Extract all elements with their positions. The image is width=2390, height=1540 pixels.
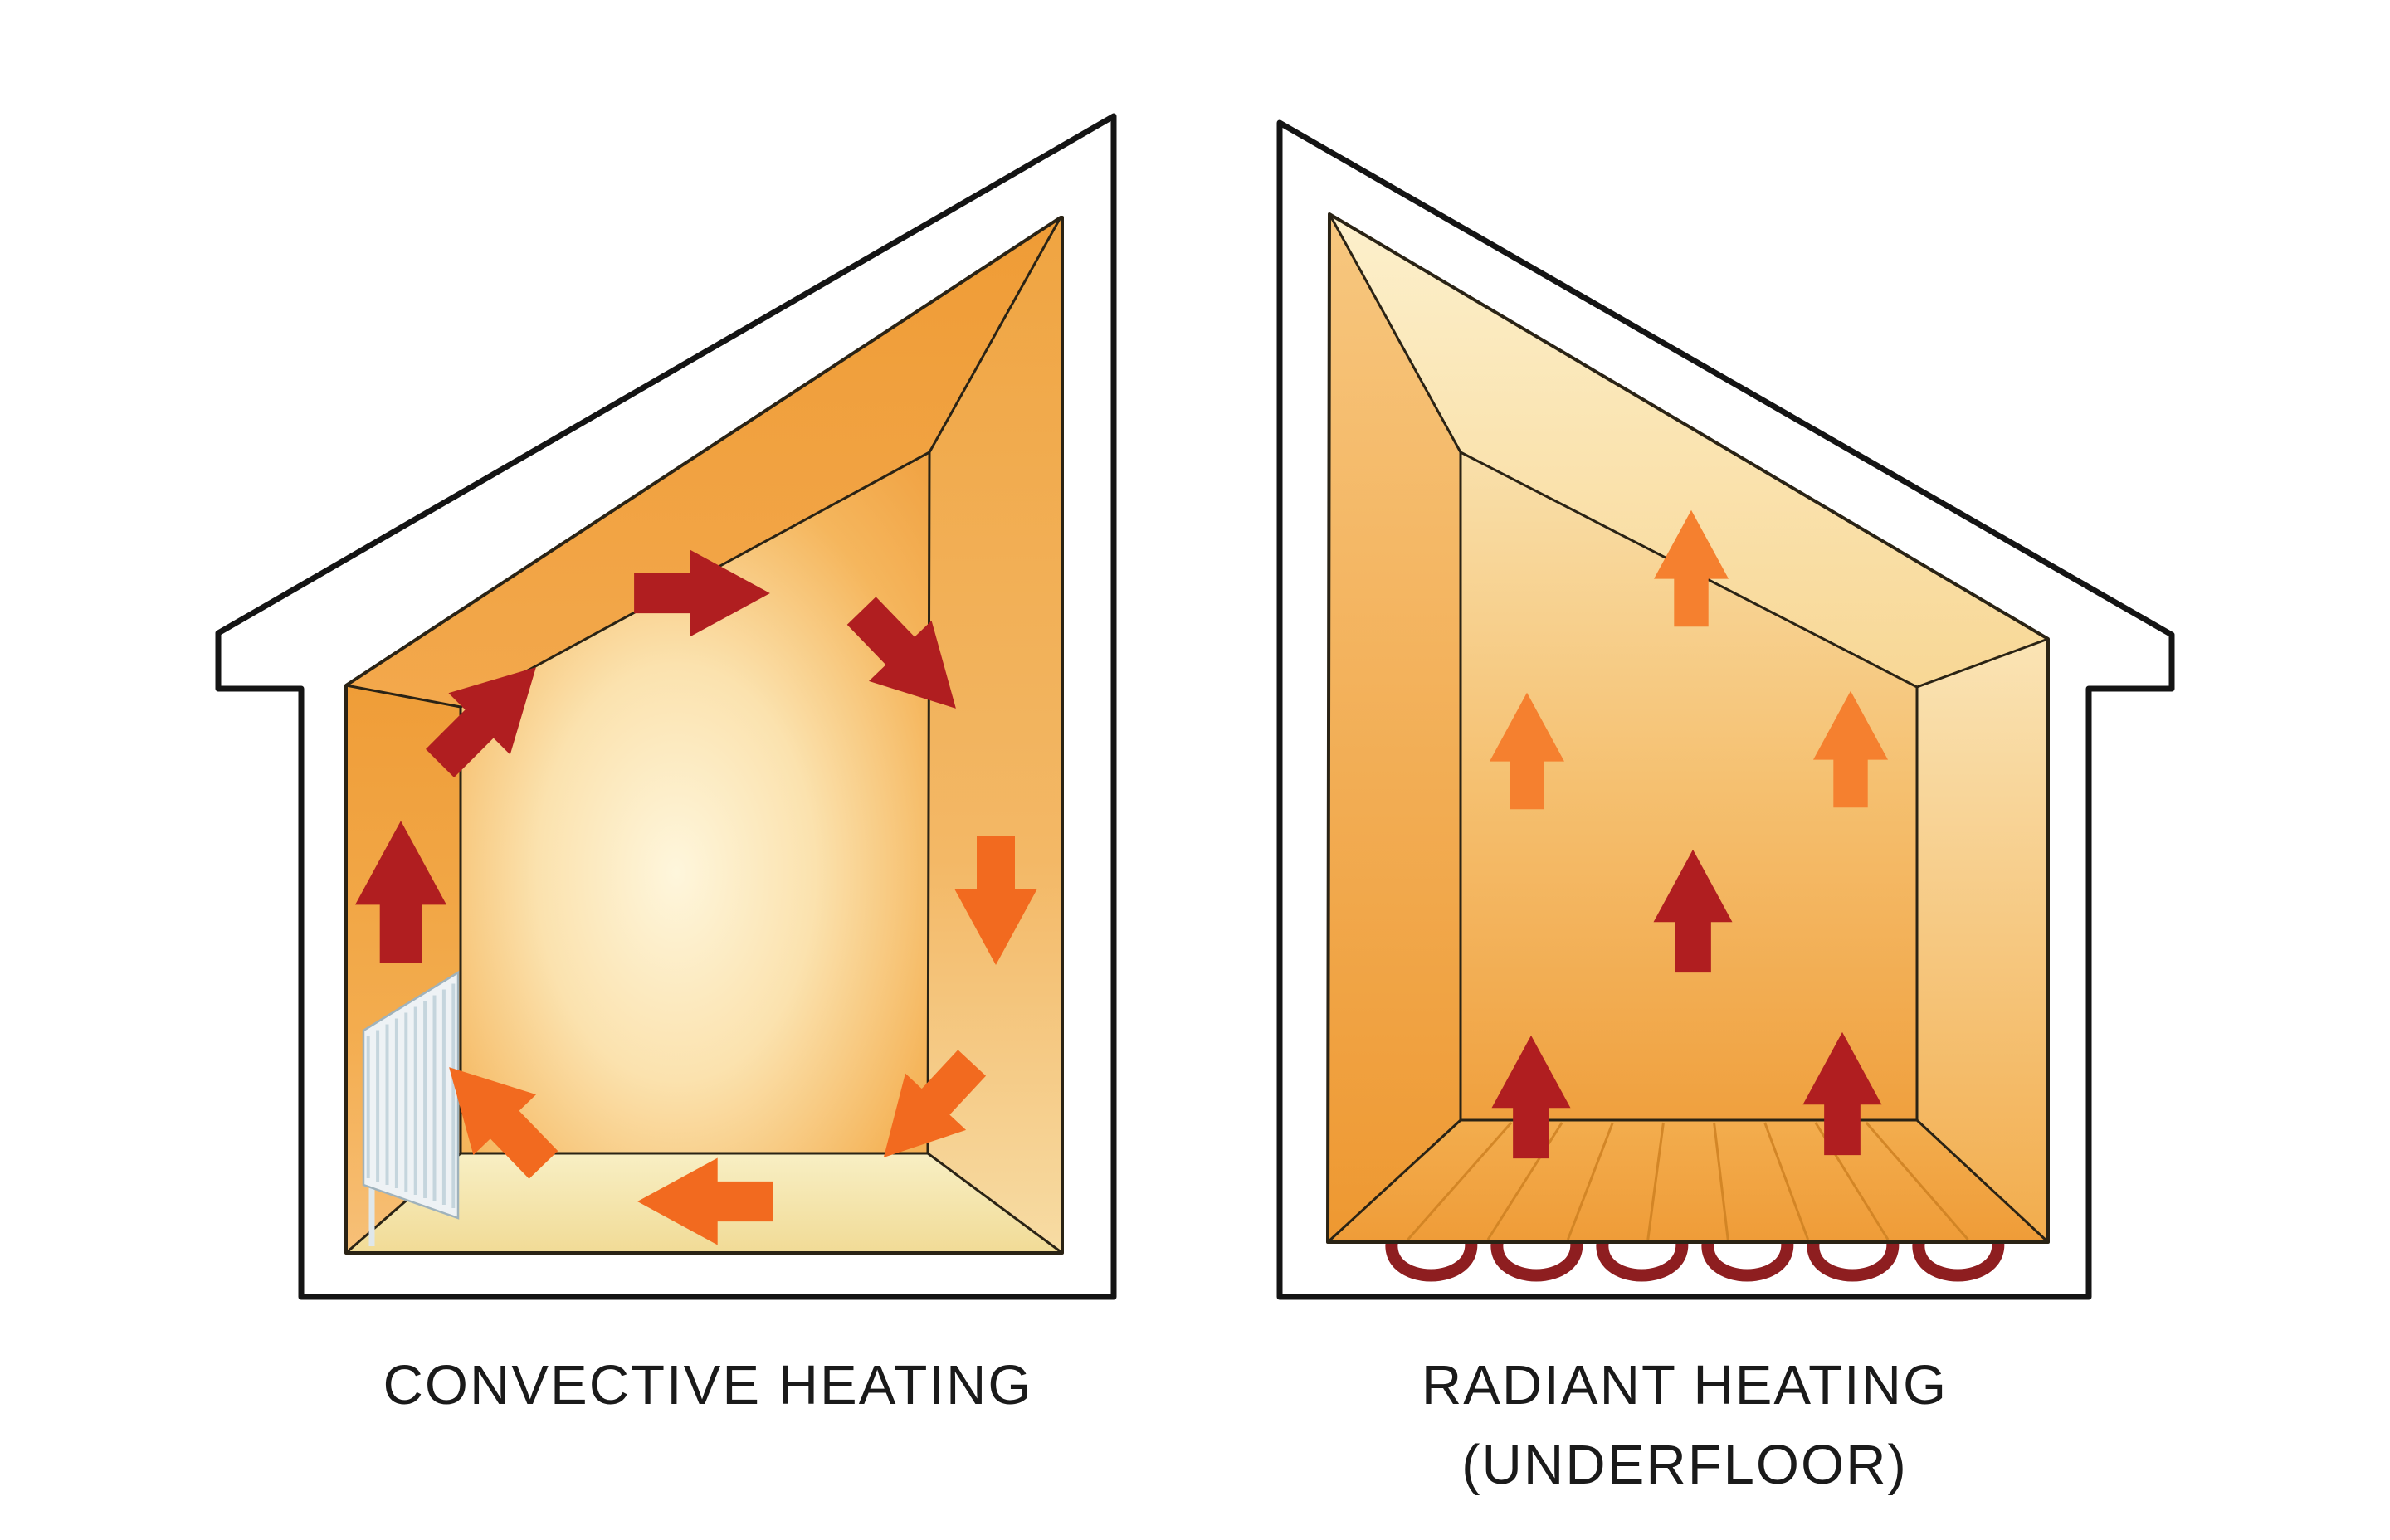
right-room-corner-lines bbox=[1326, 213, 2050, 1244]
floorboard-seam bbox=[1407, 1122, 1513, 1240]
floorboard-seam bbox=[1646, 1122, 1665, 1240]
left-room-right-wall bbox=[928, 217, 1062, 1253]
right-house-label-line2: (UNDERFLOOR) bbox=[1461, 1434, 1908, 1496]
heat-arrow-up bbox=[1802, 1031, 1882, 1156]
heat-arrow-up bbox=[1491, 1035, 1571, 1159]
left-room-corner-lines bbox=[345, 217, 1063, 1255]
right-room-back-wall bbox=[1461, 452, 1917, 1120]
left-room-ceiling bbox=[346, 217, 1061, 707]
right-room-ceiling bbox=[1329, 214, 2048, 687]
right-room-floor bbox=[1328, 1120, 2048, 1242]
heat-arrow-up bbox=[1490, 692, 1564, 810]
heat-arrow-down-right bbox=[846, 597, 956, 709]
left-house: CONVECTIVE HEATING bbox=[215, 113, 1117, 1416]
underfloor-heating-coils bbox=[1385, 1231, 2005, 1282]
right-room-right-wall bbox=[1917, 639, 2048, 1242]
right-house: RADIANT HEATING (UNDERFLOOR) bbox=[1276, 119, 2175, 1496]
floorboard-seam bbox=[1566, 1122, 1614, 1240]
right-room-left-wall bbox=[1328, 214, 1461, 1242]
left-room-back-wall bbox=[461, 452, 929, 1153]
heat-arrow-up bbox=[1813, 690, 1888, 808]
left-house-label: CONVECTIVE HEATING bbox=[383, 1354, 1032, 1416]
heat-arrow-up-left bbox=[449, 1067, 558, 1179]
floorboard-seam bbox=[1486, 1122, 1563, 1240]
underfloor-pipe-loop bbox=[1912, 1231, 2005, 1282]
heat-arrow-up bbox=[1653, 849, 1733, 973]
underfloor-pipe-loop bbox=[1385, 1231, 1478, 1282]
heat-arrow-right bbox=[634, 549, 770, 637]
radiator-fins bbox=[366, 983, 456, 1208]
underfloor-pipe-loop bbox=[1807, 1231, 1900, 1282]
heat-arrow-up bbox=[355, 821, 446, 963]
underfloor-pipe-loop bbox=[1701, 1231, 1794, 1282]
heat-arrow-down bbox=[954, 836, 1037, 965]
left-room-opening-outline bbox=[344, 216, 1064, 1255]
floorboard-seam bbox=[1865, 1122, 1969, 1240]
heat-arrow-up-right bbox=[426, 667, 536, 777]
heat-arrow-up bbox=[1654, 509, 1729, 627]
convection-arrows bbox=[355, 549, 1037, 1245]
underfloor-pipe-loop bbox=[1596, 1231, 1689, 1282]
radiant-arrows bbox=[1490, 509, 1888, 1159]
floorboard-seam bbox=[1763, 1122, 1810, 1240]
radiator bbox=[362, 970, 460, 1246]
underfloor-pipe-loop bbox=[1490, 1231, 1583, 1282]
right-house-label-line1: RADIANT HEATING bbox=[1422, 1354, 1948, 1416]
heat-arrow-left bbox=[637, 1157, 773, 1245]
floorboard-seam bbox=[1713, 1122, 1729, 1240]
heat-arrow-down-left bbox=[883, 1050, 987, 1158]
